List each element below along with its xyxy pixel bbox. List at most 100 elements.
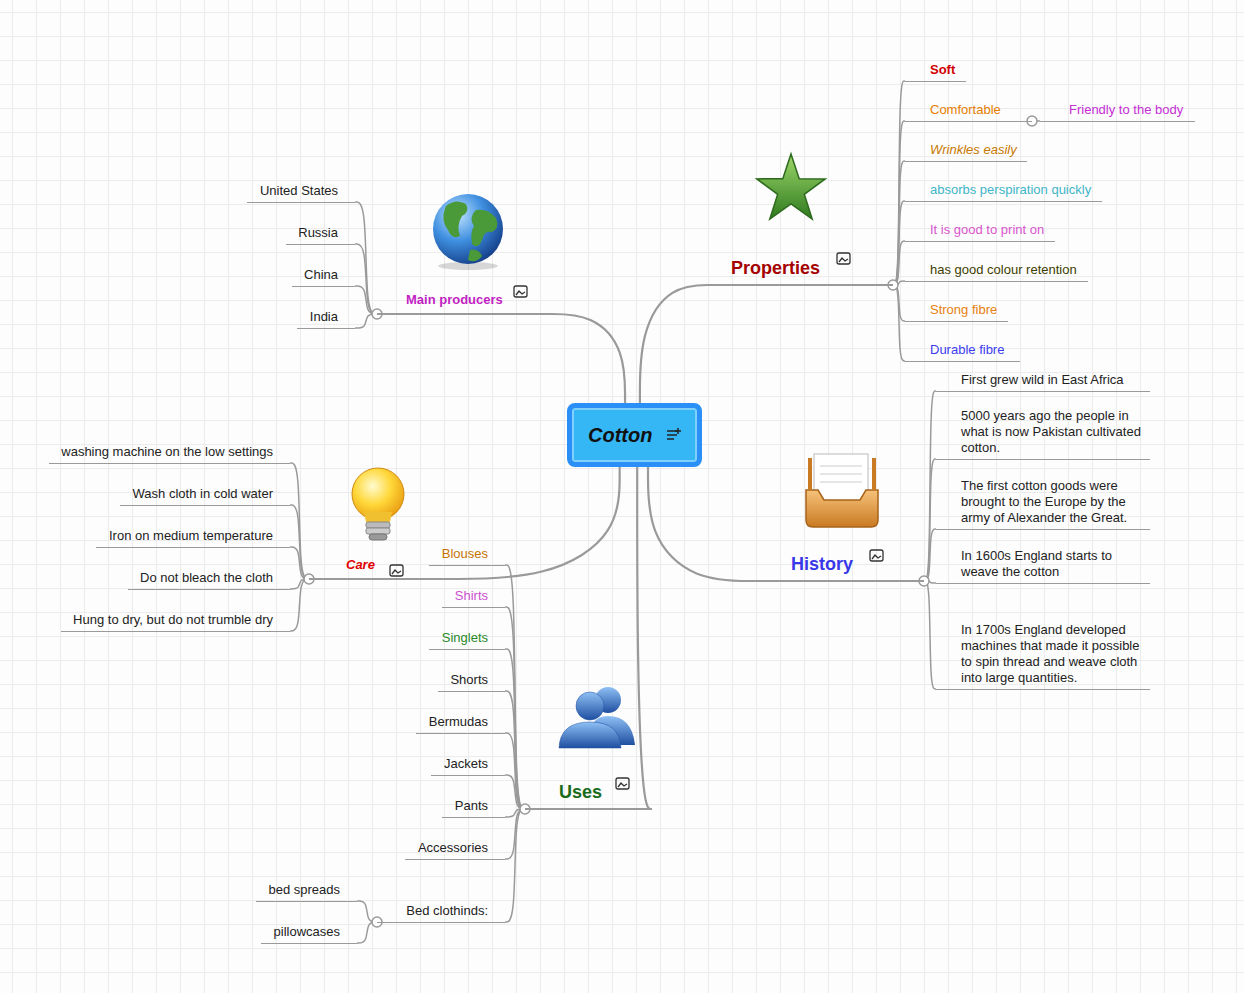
leaf-topic: Singlets (429, 630, 505, 650)
topic-text: Main producers (406, 292, 503, 308)
note-icon (665, 428, 681, 442)
branch-topic: Properties (715, 257, 893, 286)
branch-line (924, 391, 936, 581)
branch-line (648, 467, 760, 581)
star-icon (757, 154, 825, 219)
branch-line (545, 314, 625, 403)
leaf-topic: Iron on medium temperature (96, 528, 290, 548)
topic-text: Properties (731, 257, 820, 279)
branch-topic: Main producers (377, 292, 545, 315)
leaf-topic: absorbs perspiration quickly (905, 182, 1102, 202)
branch-line (355, 202, 377, 314)
branch-line (637, 467, 652, 809)
branch-line (505, 649, 525, 809)
branch-line (893, 201, 905, 285)
leaf-topic: China (292, 267, 355, 287)
leaf-topic: bed spreads (256, 882, 357, 902)
leaf-topic: washing machine on the low settings (49, 444, 290, 464)
leaf-topic: pillowcases (261, 924, 357, 944)
topic-text: Soft (930, 62, 955, 78)
leaf-topic: India (297, 309, 355, 329)
topic-text: Bed clothinds: (406, 903, 488, 919)
leaf-topic: Blouses (429, 546, 505, 566)
junction-dot (372, 917, 382, 927)
branch-line (505, 733, 525, 809)
branch-line (505, 607, 525, 809)
topic-text: Friendly to the body (1069, 102, 1183, 118)
branch-topic: Uses (525, 781, 652, 810)
topic-text: Strong fibre (930, 302, 997, 318)
topic-text: Hung to dry, but do not trumble dry (73, 612, 273, 628)
branch-topic: History (760, 553, 924, 582)
leaf-topic: United States (247, 183, 355, 203)
topic-text: The first cotton goods were brought to t… (961, 478, 1144, 526)
topic-text: Iron on medium temperature (109, 528, 273, 544)
branch-line (893, 241, 905, 285)
leaf-topic: Wash cloth in cold water (120, 486, 290, 506)
branch-line (924, 581, 936, 689)
branch-line (290, 505, 309, 579)
topic-text: United States (260, 183, 338, 199)
central-topic: Cotton (567, 403, 702, 467)
leaf-topic: The first cotton goods were brought to t… (936, 478, 1150, 530)
leaf-topic: In 1700s England developed machines that… (936, 622, 1150, 690)
topic-text: Bermudas (429, 714, 488, 730)
leaf-topic: has good colour retention (905, 262, 1088, 282)
topic-text: In 1600s England starts to weave the cot… (961, 548, 1144, 580)
branch-line (440, 467, 620, 579)
inbox-icon (806, 454, 878, 527)
leaf-topic: It is good to print on (905, 222, 1055, 242)
topic-text: 5000 years ago the people in what is now… (961, 408, 1144, 456)
leaf-topic: Do not bleach the cloth (128, 570, 290, 590)
branch-line (505, 775, 525, 809)
leaf-topic: First grew wild in East Africa (936, 372, 1150, 392)
topic-text: Wrinkles easily (930, 142, 1017, 158)
leaf-topic: Wrinkles easily (905, 142, 1027, 162)
topic-text: Durable fibre (930, 342, 1004, 358)
branch-line (355, 244, 377, 314)
leaf-topic: Friendly to the body (1040, 102, 1195, 122)
leaf-topic: Shorts (438, 672, 505, 692)
bulb-icon (352, 468, 404, 540)
leaf-topic: Shirts (442, 588, 505, 608)
leaf-topic: Bed clothinds: (377, 903, 505, 923)
topic-text: Accessories (418, 840, 488, 856)
topic-text: Wash cloth in cold water (133, 486, 273, 502)
leaf-topic: Durable fibre (905, 342, 1020, 362)
topic-text: Jackets (444, 756, 488, 772)
topic-text: First grew wild in East Africa (961, 372, 1144, 388)
topic-text: Shirts (455, 588, 488, 604)
leaf-topic: Hung to dry, but do not trumble dry (61, 612, 290, 632)
branch-line (924, 459, 936, 581)
topic-text: Russia (298, 225, 338, 241)
topic-text: In 1700s England developed machines that… (961, 622, 1144, 686)
topic-text: History (791, 553, 853, 575)
topic-text: bed spreads (268, 882, 340, 898)
topic-text: Cotton (588, 427, 652, 443)
junction-dot (1027, 116, 1037, 126)
branch-line (505, 565, 525, 809)
topic-text: Uses (559, 781, 602, 803)
topic-text: washing machine on the low settings (61, 444, 273, 460)
branch-line (893, 121, 905, 285)
leaf-topic: Jackets (431, 756, 505, 776)
topic-text: absorbs perspiration quickly (930, 182, 1091, 198)
leaf-topic: Soft (905, 62, 966, 82)
topic-text: India (310, 309, 338, 325)
branch-line (893, 161, 905, 285)
branch-line (505, 691, 525, 809)
branch-line (893, 285, 905, 361)
leaf-topic: Comfortable (905, 102, 1032, 122)
leaf-topic: Pants (442, 798, 505, 818)
topic-text: Do not bleach the cloth (140, 570, 273, 586)
leaf-topic: 5000 years ago the people in what is now… (936, 408, 1150, 460)
branch-line (290, 463, 309, 579)
branch-line (924, 529, 936, 581)
leaf-topic: Russia (286, 225, 355, 245)
topic-text: China (304, 267, 338, 283)
branch-line (505, 809, 525, 922)
branch-topic: Care (309, 557, 440, 580)
leaf-topic: Strong fibre (905, 302, 1008, 322)
topic-text: has good colour retention (930, 262, 1077, 278)
topic-text: Singlets (442, 630, 488, 646)
